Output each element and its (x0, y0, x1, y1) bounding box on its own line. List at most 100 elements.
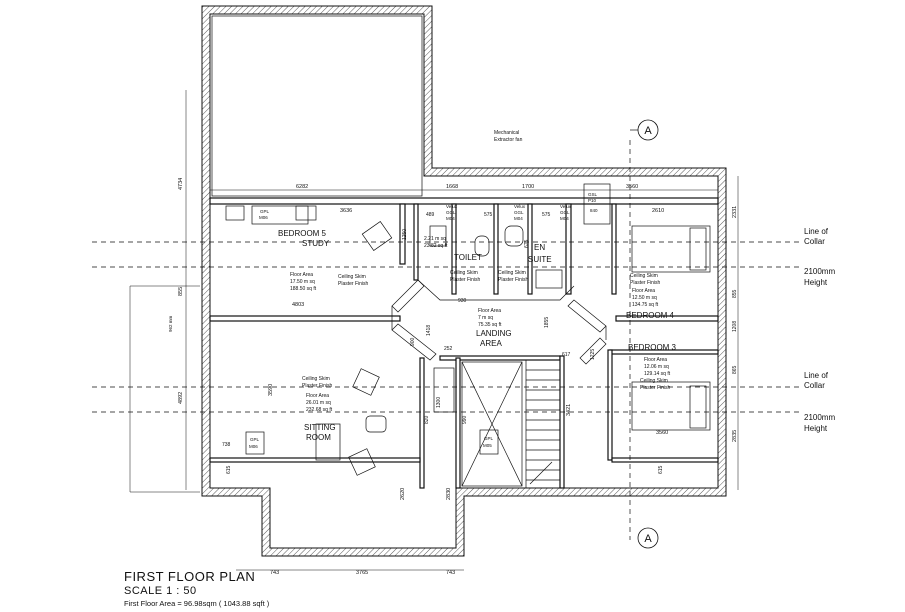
dim-left-bot: 4892 (178, 392, 184, 404)
dim-top-3: 1700 (522, 184, 534, 190)
dim-right-bot: 2835 (732, 430, 738, 442)
roof-void (211, 15, 423, 197)
bedroom4-area-1: Floor Area (632, 288, 655, 294)
dim-bed5-d: 3636 (340, 208, 352, 214)
dim-bed3-b: 3560 (656, 430, 668, 436)
dim-mid-r3: 865 (732, 365, 738, 374)
bedroom3-ceiling-1: Ceiling Skim (640, 378, 668, 384)
dim-bot-3: 743 (446, 570, 455, 576)
mech-fan-2: Extractor fan (494, 137, 523, 143)
toilet-area-2: 23.82 sq ft (424, 243, 448, 249)
mech-fan-1: Mechanical (494, 130, 519, 136)
dim-bed4-w: 2610 (652, 208, 664, 214)
velux3-2: GGL (560, 210, 570, 215)
velux1-1: Velux (446, 204, 458, 209)
dim-toilet-1: 489 (426, 212, 435, 218)
staircase (525, 359, 561, 489)
dim-left-mid: 855 (178, 287, 184, 296)
bedroom4-area-2: 12.50 m sq (632, 295, 657, 301)
bedroom4-label: BEDROOM 4 (626, 311, 675, 320)
bedroom5-area-3: 188.50 sq ft (290, 286, 317, 292)
landing-floor-1: Floor Area (478, 308, 501, 314)
dim-toilet-2: 1250 (402, 229, 408, 240)
sitting-ceiling-2: Plaster Finish (302, 383, 333, 389)
dim-sit-h: 3590 (268, 384, 274, 396)
p10-1: GSL (588, 192, 598, 197)
dim-misc-9: 990 (462, 415, 468, 424)
bedroom5-area-2: 17.50 m sq (290, 279, 315, 285)
bedroom5-ceiling-2: Plaster Finish (338, 281, 369, 287)
toilet-ceiling-1: Ceiling Skim (450, 270, 478, 276)
collar-lines (92, 241, 800, 413)
dim-misc-2: 615 (226, 465, 232, 474)
dim-left-top: 4734 (178, 178, 184, 190)
toilet-ceiling-2: Plaster Finish (450, 277, 481, 283)
toilet-area-1: 2.21 m sq (424, 236, 446, 242)
velux2-1: Velux (514, 204, 526, 209)
dim-landing-d: 900 (410, 337, 416, 346)
dim-misc-7: 820 (424, 415, 430, 424)
collar-top-1: Line of (804, 227, 829, 236)
bedroom5-label: BEDROOM 5 (278, 229, 327, 238)
drawing-title: FIRST FLOOR PLAN (124, 569, 256, 584)
velux2-2: GGL (514, 210, 524, 215)
dim-ens-2: 575 (542, 212, 551, 218)
sitting-label-1: SITTING (304, 423, 336, 432)
section-marker-top: A (630, 119, 659, 141)
bedroom5-ceiling-1: Ceiling Skim (338, 274, 366, 280)
dim-sit-b: 2620 (400, 488, 406, 500)
drawing-scale: SCALE 1 : 50 (124, 585, 197, 597)
bedroom4-ceiling-2: Plaster Finish (630, 280, 661, 286)
dim-stair: 2830 (446, 488, 452, 500)
dim-bot-1: 743 (270, 570, 279, 576)
dim-left-far: 962 mm (168, 315, 173, 332)
dim-misc-4: 617 (562, 352, 571, 358)
landing-label: LANDING (476, 329, 512, 338)
gpl-m05-2: M05 (483, 443, 492, 448)
collar-top-2: Collar (804, 237, 825, 246)
bedroom3-area-2: 12.06 m sq (644, 364, 669, 370)
section-marker-label: A (644, 533, 652, 545)
landing-area-label: AREA (480, 339, 502, 348)
right-annotations: Line of Collar 2100mm Height Line of Col… (804, 227, 835, 433)
dim-bed4-h: 2331 (732, 206, 738, 218)
gpl-tag-1: GPL (250, 437, 260, 442)
bedroom4-ceiling-1: Ceiling Skim (630, 273, 658, 279)
landing-floor-2: 7 m sq (478, 315, 493, 321)
rooflight-tags: GPL M06 GPL M05 GSL P10 840 Velux GGL M0… (245, 192, 598, 455)
gpl-m05-1: GPL (484, 436, 494, 441)
height-top-2: Height (804, 278, 828, 287)
dim-bed5-w: 4803 (292, 302, 304, 308)
dim-mid-r2: 1208 (732, 321, 738, 332)
height-bottom-1: 2100mm (804, 413, 835, 422)
sitting-area-3: 232.68 sq ft (306, 407, 333, 413)
landing-walls (391, 279, 607, 365)
ensuite-label-2: SUITE (528, 255, 552, 264)
velux1-3: M04 (446, 216, 455, 221)
p10-3: 840 (590, 208, 598, 213)
velux2-3: M04 (514, 216, 523, 221)
sitting-label-2: ROOM (306, 433, 331, 442)
room-labels: BEDROOM 5 STUDY Floor Area 17.50 m sq 18… (278, 130, 677, 442)
interior-walls (209, 197, 719, 489)
dim-misc-3: 615 (658, 465, 664, 474)
bedroom3-ceiling-2: Plaster Finish (640, 385, 671, 391)
p10-2: P10 (588, 198, 597, 203)
dim-top-4: 3560 (626, 184, 638, 190)
sitting-area-1: Floor Area (306, 393, 329, 399)
drawing-area: First Floor Area = 96.98sqm ( 1043.88 sq… (124, 599, 270, 608)
ensuite-label-1: EN (534, 243, 545, 252)
dim-misc-8: 1300 (436, 397, 442, 408)
bed5-gpl-1: GPL (260, 209, 270, 214)
dim-mid-r1: 855 (732, 289, 738, 298)
sitting-ceiling-1: Ceiling Skim (302, 376, 330, 382)
ensuite-ceiling-1: Ceiling Skim (498, 270, 526, 276)
bedroom3-area-3: 129.14 sq ft (644, 371, 671, 377)
bedroom3-label: BEDROOM 3 (628, 343, 677, 352)
bedroom4-area-3: 134.75 sq ft (632, 302, 659, 308)
gpl-tag-2: M06 (249, 444, 258, 449)
dim-top-2: 1668 (446, 184, 458, 190)
dim-landing-a: 930 (458, 298, 467, 304)
velux1-2: GGL (446, 210, 456, 215)
dim-misc-6: 252 (444, 346, 453, 352)
